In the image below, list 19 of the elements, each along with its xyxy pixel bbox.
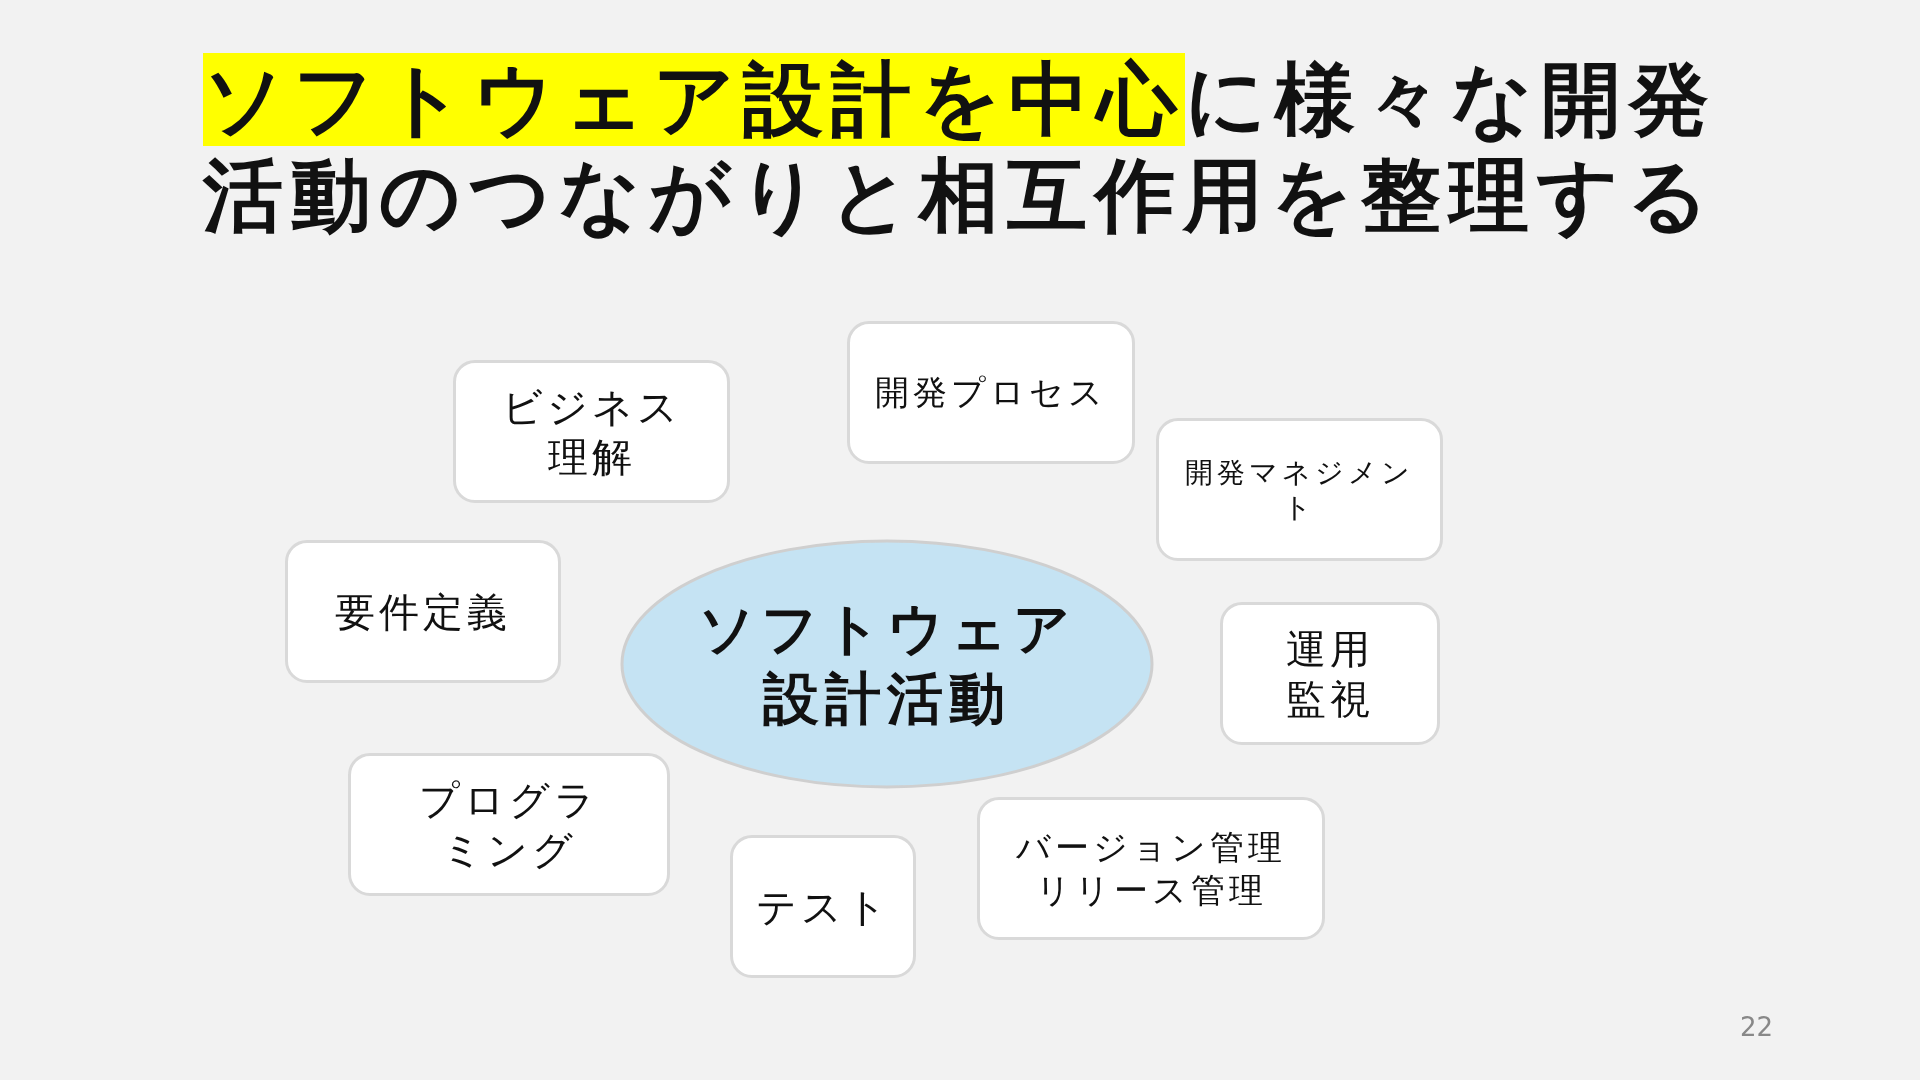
topic-card: [1220, 602, 1440, 745]
topic-card: [730, 835, 916, 978]
topic-label: 要件定義: [335, 587, 511, 637]
topic-label: 運用監視: [1285, 624, 1375, 724]
topic-label: 開発マネジメント: [1184, 454, 1415, 525]
topic-card: [453, 360, 730, 503]
page-number: 22: [1740, 1012, 1774, 1042]
center-label: ソフトウェア設計活動: [698, 595, 1076, 733]
topic-label: テスト: [755, 882, 891, 932]
topic-card: [977, 797, 1325, 940]
topic-label: ビジネス理解: [501, 382, 682, 482]
slide-title: ソフトウェア設計を中心に様々な開発活動のつながりと相互作用を整理する: [201, 52, 1718, 244]
topic-card: [348, 753, 670, 896]
topic-card: [285, 540, 561, 683]
topic-card: [847, 321, 1135, 464]
topic-label: プログラミング: [418, 775, 600, 875]
topic-card: [1156, 418, 1443, 561]
topic-label: バージョン管理リリース管理: [1016, 826, 1286, 911]
topic-label: 開発プロセス: [875, 371, 1107, 414]
